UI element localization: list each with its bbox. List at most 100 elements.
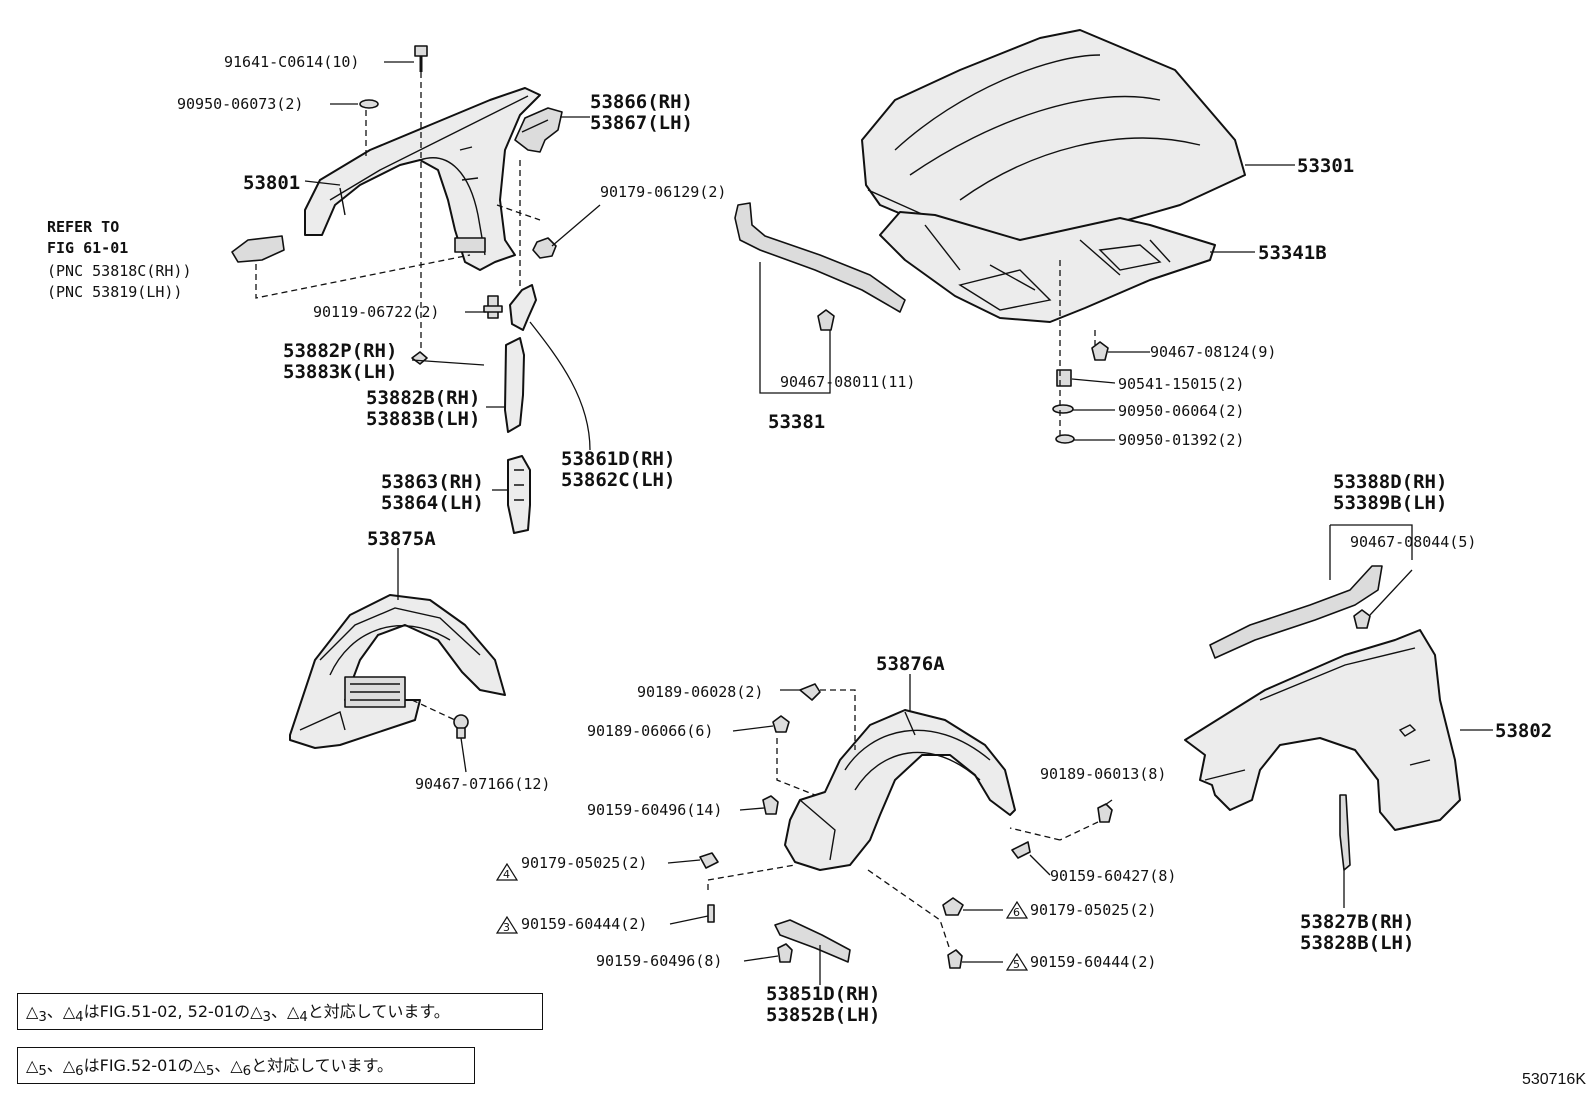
label-53301: 53301 (1297, 155, 1354, 177)
label-53828B: 53828B(LH) (1300, 932, 1414, 954)
note1-triangle-4b: △4 (287, 1002, 308, 1026)
label-53883B: 53883B(LH) (366, 408, 480, 430)
label-53801: 53801 (243, 172, 300, 194)
clip-90467-07166 (453, 714, 469, 739)
note1-triangle-3b: △3 (250, 1002, 271, 1026)
fender-seal-53827B (1339, 794, 1351, 871)
triangle-4-marker: 4 (495, 862, 519, 881)
label-53802: 53802 (1495, 720, 1552, 742)
label-90189-06028: 90189-06028(2) (637, 683, 763, 701)
label-90467-07166: 90467-07166(12) (415, 775, 550, 793)
label-53827B: 53827B(RH) (1300, 911, 1414, 933)
label-90467-08044: 90467-08044(5) (1350, 533, 1476, 551)
label-53866: 53866(RH) (590, 91, 693, 113)
triangle-6-marker: 6 (1005, 900, 1029, 919)
label-90950-06073: 90950-06073(2) (177, 95, 303, 113)
label-53381: 53381 (768, 411, 825, 433)
fender-seal-53388D (1209, 565, 1383, 659)
apron-panel-53801 (304, 87, 541, 271)
note-box-2: △5、△6はFIG.52-01の△5、△6と対応しています。 (17, 1047, 475, 1085)
fender-liner-53876A (784, 709, 1016, 871)
label-53876A: 53876A (876, 653, 945, 675)
label-53388D: 53388D(RH) (1333, 471, 1447, 493)
label-53883K: 53883K(LH) (283, 361, 397, 383)
label-90179-05025-left: 90179-05025(2) (521, 854, 647, 872)
hood-fasteners (1052, 260, 1109, 444)
note2-sep2: 、 (214, 1056, 231, 1075)
note2-triangle-6b: △6 (230, 1056, 252, 1080)
label-90467-08011: 90467-08011(11) (780, 373, 915, 391)
brace-53851D (774, 919, 851, 963)
label-90159-60427: 90159-60427(8) (1050, 867, 1176, 885)
fender-liner-53875A (289, 594, 506, 749)
label-53862C: 53862C(LH) (561, 469, 675, 491)
hood-insulator-53341B (879, 211, 1216, 323)
label-53861D: 53861D(RH) (561, 448, 675, 470)
triangle-5-marker: 5 (1005, 952, 1029, 971)
bolt-91641 (414, 45, 428, 352)
clip-53882P (411, 351, 428, 365)
note2-text-end: と対応しています。 (251, 1056, 394, 1075)
note1-triangle-4: △4 (62, 1002, 84, 1026)
label-90467-08124: 90467-08124(9) (1150, 343, 1276, 361)
label-53875A: 53875A (367, 528, 436, 550)
bolt-90119 (483, 295, 503, 319)
hood-53301 (861, 29, 1246, 249)
figure-code: 530716K (1521, 1071, 1586, 1088)
refer-to-line4: (PNC 53819(LH)) (47, 283, 182, 301)
clip-90467-08011 (817, 309, 835, 331)
plug-90950-06073 (359, 99, 379, 109)
note1-triangle-3: △3 (26, 1002, 47, 1026)
seal-53882B (504, 337, 525, 433)
refer-to-line2: FIG 61-01 (47, 239, 128, 257)
note2-text: はFIG.52-01の (83, 1056, 194, 1075)
note2-triangle-5: △5 (26, 1056, 47, 1080)
svg-text:6: 6 (1013, 906, 1020, 919)
leader-lines (304, 61, 1493, 985)
label-53867: 53867(LH) (590, 112, 693, 134)
label-53864: 53864(LH) (381, 492, 484, 514)
seal-53863 (507, 455, 531, 534)
note2-triangle-5b: △5 (193, 1056, 215, 1080)
label-53882B: 53882B(RH) (366, 387, 480, 409)
label-90541: 90541-15015(2) (1118, 375, 1244, 393)
nut-90179-06129 (532, 237, 557, 259)
seal-53861D (509, 284, 537, 331)
label-90159-60444-right: 90159-60444(2) (1030, 953, 1156, 971)
label-53341B: 53341B (1258, 242, 1327, 264)
refer-bracket (231, 235, 471, 299)
bracket-53866 (514, 107, 563, 153)
label-90189-06013: 90189-06013(8) (1040, 765, 1166, 783)
note1-text-end: と対応しています。 (307, 1002, 450, 1021)
liner-leaders (707, 689, 1099, 951)
label-90159-60496-8: 90159-60496(8) (596, 952, 722, 970)
label-90189-06066: 90189-06066(6) (587, 722, 713, 740)
svg-text:4: 4 (503, 868, 510, 881)
triangle-3-marker: 3 (495, 915, 519, 934)
hood-seal-53381 (734, 202, 906, 313)
svg-text:3: 3 (503, 921, 510, 934)
note2-triangle-6: △6 (62, 1056, 84, 1080)
label-53852B: 53852B(LH) (766, 1004, 880, 1026)
clip-90467-08044 (1353, 609, 1371, 629)
label-53863: 53863(RH) (381, 471, 484, 493)
svg-text:5: 5 (1013, 958, 1020, 971)
label-90159-60444-left: 90159-60444(2) (521, 915, 647, 933)
label-90159-60496-14: 90159-60496(14) (587, 801, 722, 819)
note-box-1: △3、△4はFIG.51-02, 52-01の△3、△4と対応しています。 (17, 993, 543, 1031)
label-53851D: 53851D(RH) (766, 983, 880, 1005)
label-53389B: 53389B(LH) (1333, 492, 1447, 514)
label-90119: 90119-06722(2) (313, 303, 439, 321)
part-labels: 91641-C0614(10) 90950-06073(2) 53866(RH)… (47, 53, 1552, 1026)
label-90950-01392: 90950-01392(2) (1118, 431, 1244, 449)
label-90179-06129: 90179-06129(2) (600, 183, 726, 201)
note1-sep: 、 (46, 1002, 63, 1021)
refer-to-line1: REFER TO (47, 218, 119, 236)
label-91641: 91641-C0614(10) (224, 53, 359, 71)
label-90179-05025-right: 90179-05025(2) (1030, 901, 1156, 919)
note1-sep2: 、 (270, 1002, 287, 1021)
refer-to-line3: (PNC 53818C(RH)) (47, 262, 192, 280)
note2-sep: 、 (46, 1056, 63, 1075)
label-53882P: 53882P(RH) (283, 340, 397, 362)
